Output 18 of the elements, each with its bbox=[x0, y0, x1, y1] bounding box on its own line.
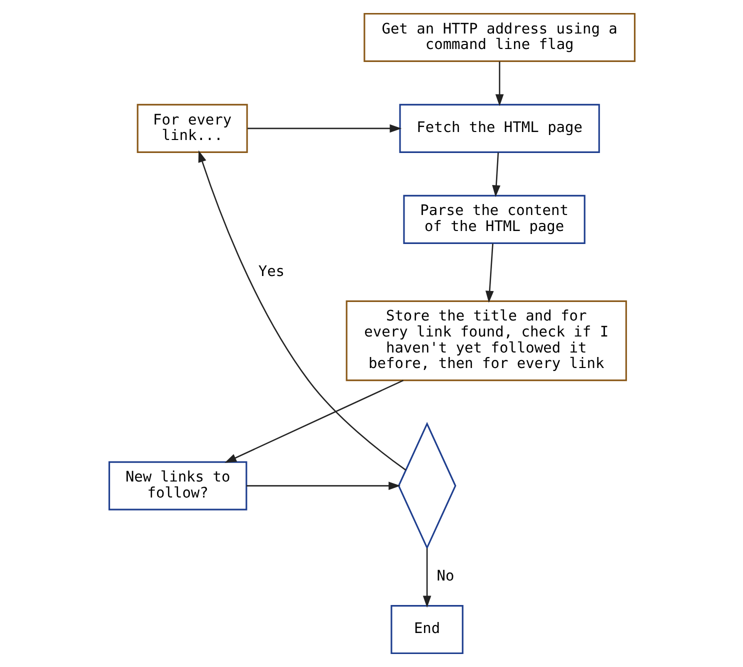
arrow bbox=[247, 124, 402, 133]
node-box: Get an HTTP address using a command line flag bbox=[363, 12, 636, 62]
arrow bbox=[494, 62, 504, 106]
node-box: Store the title and for every link found, check if I haven't yet followed it before, then for every link bbox=[345, 300, 626, 382]
arrow bbox=[246, 482, 400, 490]
node-box: Parse the content of the HTML page bbox=[402, 194, 585, 244]
node-box: End bbox=[390, 605, 463, 654]
node-box: New links to follow? bbox=[108, 461, 247, 510]
node-diamond bbox=[397, 422, 456, 550]
arrow bbox=[484, 244, 494, 303]
node-box: Fetch the HTML page bbox=[398, 104, 600, 153]
arrow bbox=[492, 152, 500, 198]
edge-label: No bbox=[436, 568, 454, 584]
arrow bbox=[198, 150, 406, 471]
edge-label: Yes bbox=[258, 264, 284, 280]
arrow bbox=[422, 548, 431, 608]
node-box: For every link... bbox=[136, 104, 248, 153]
arrow bbox=[224, 380, 404, 463]
